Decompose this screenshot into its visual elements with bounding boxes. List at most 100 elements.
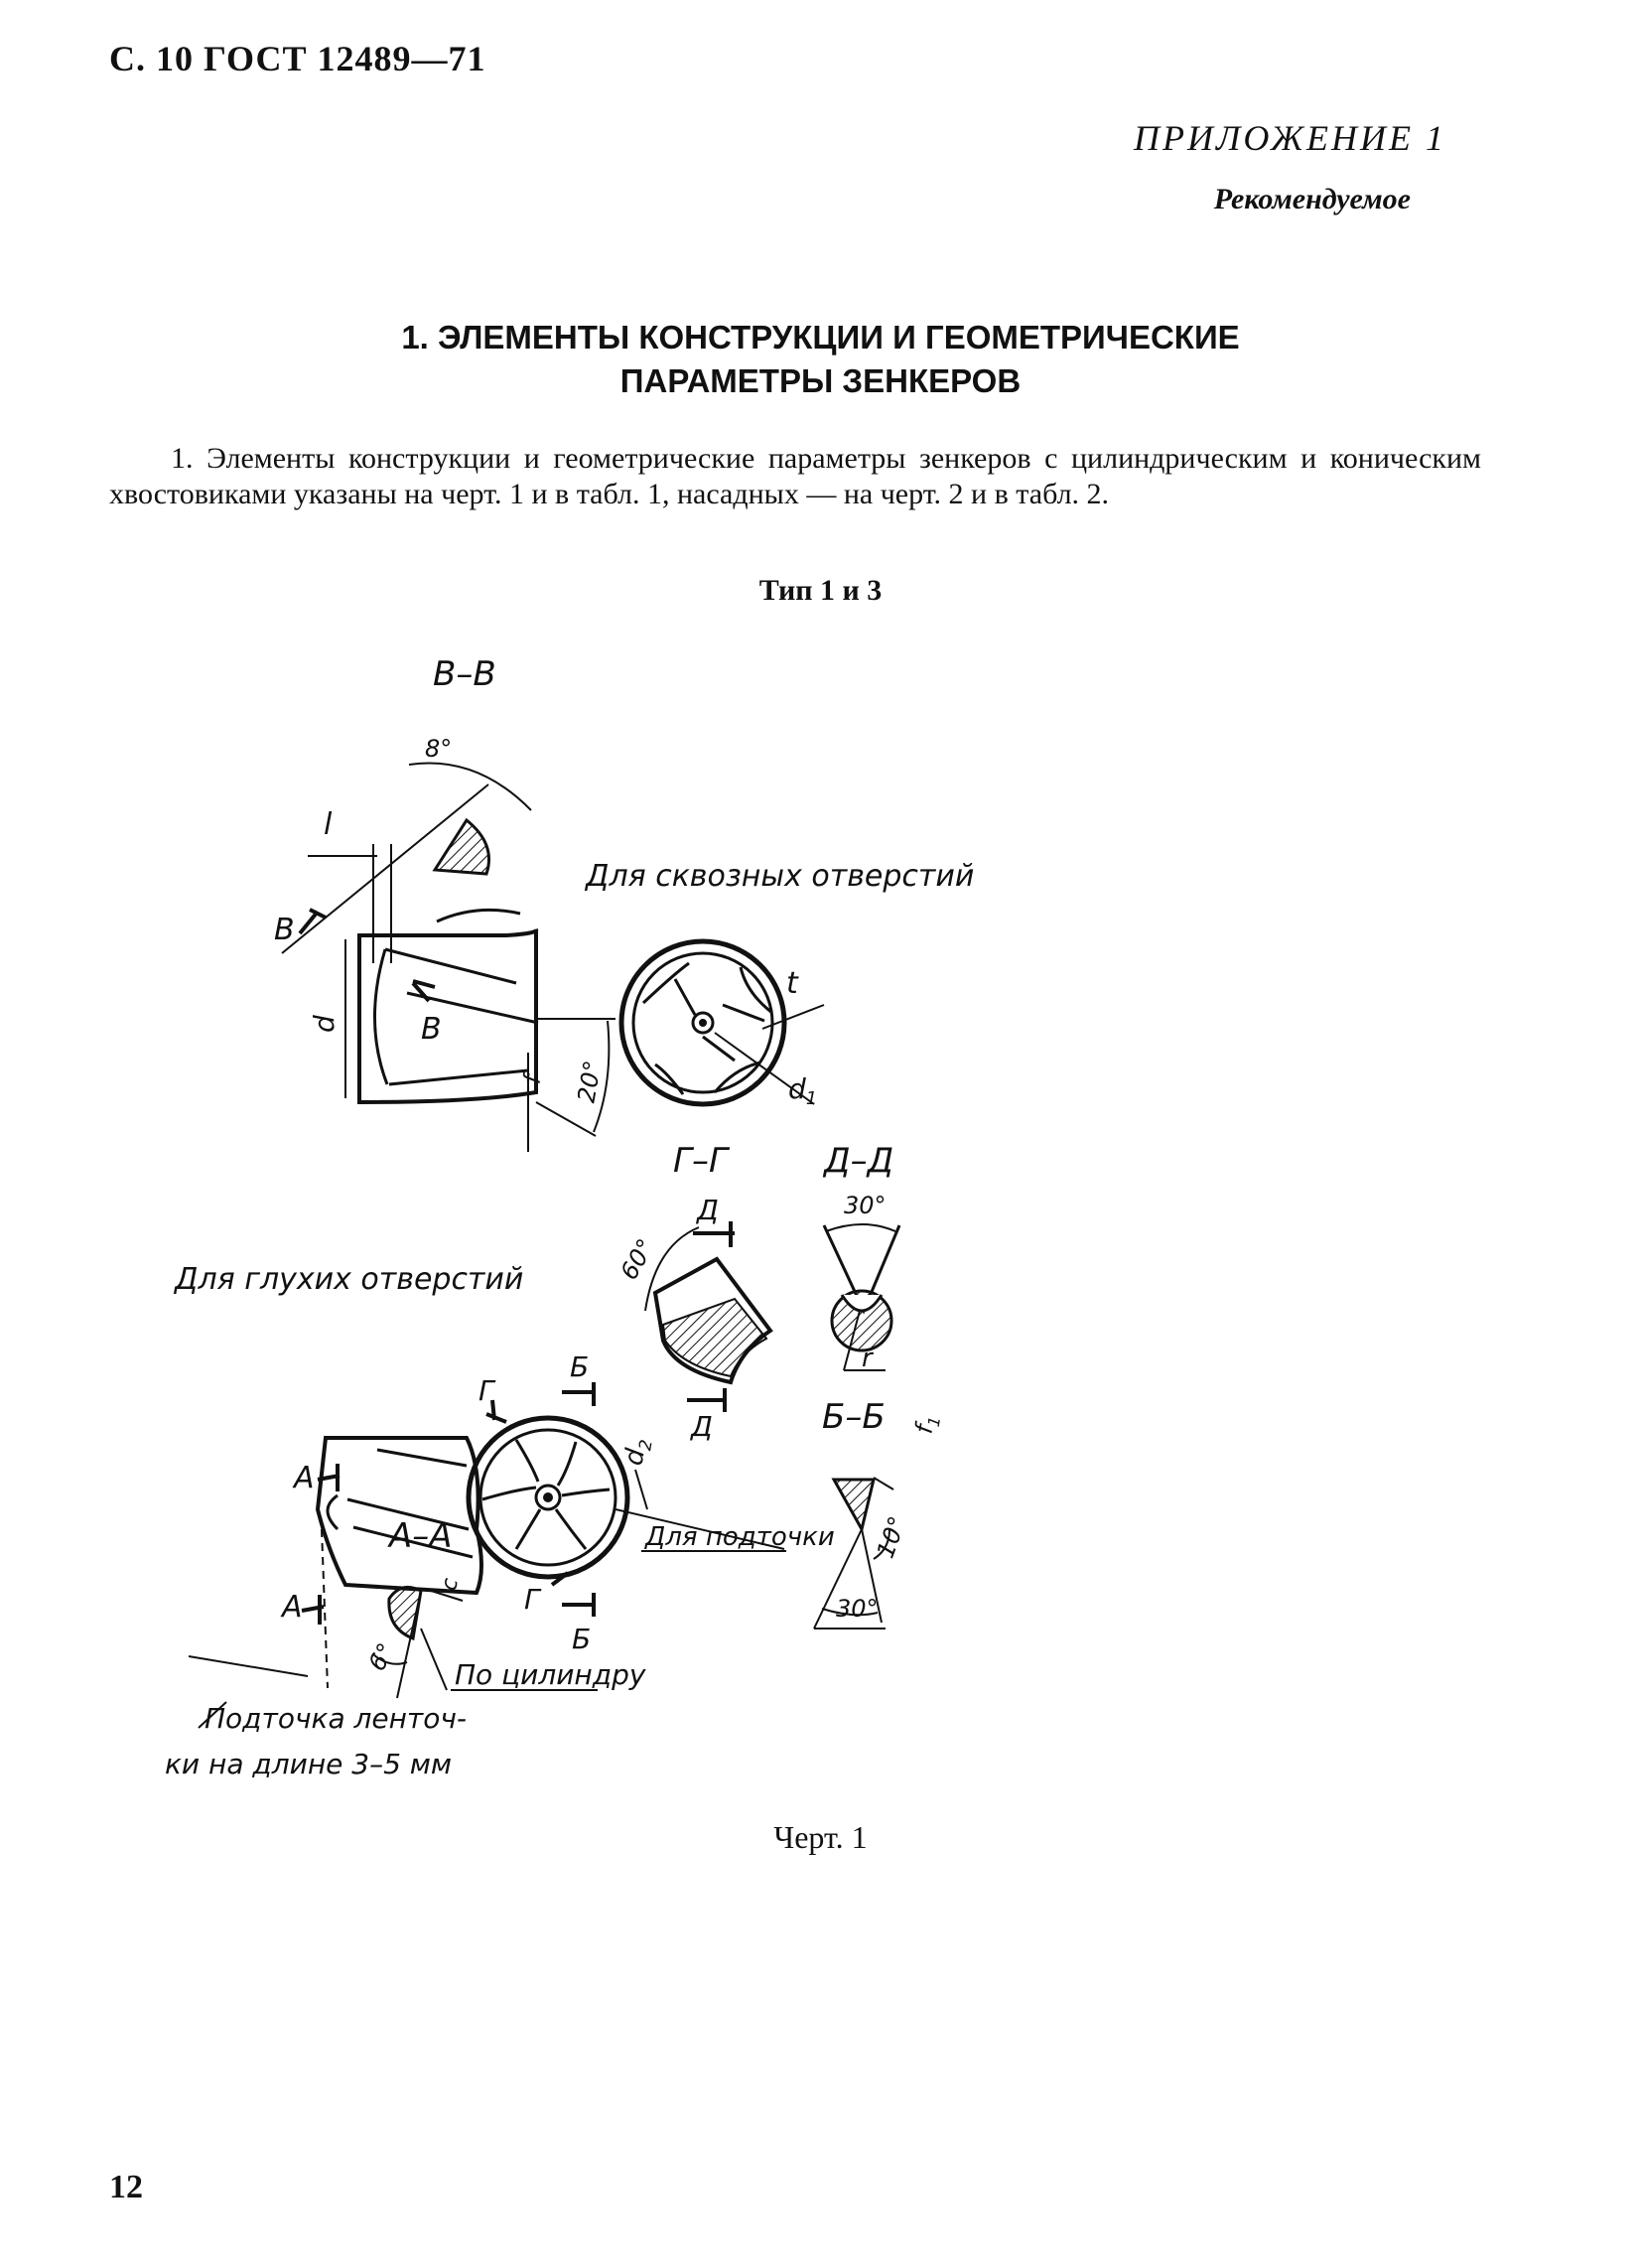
front-view-through-center-dot bbox=[699, 1019, 707, 1027]
angle-30-top-arc bbox=[825, 1223, 896, 1232]
label-blind-holes: Для глухих отверстий bbox=[173, 1262, 523, 1297]
type-heading: Тип 1 и 3 bbox=[758, 574, 883, 607]
body-paragraph-text: 1. Элементы конструкции и геометрические… bbox=[109, 442, 1481, 510]
dim-20-arc bbox=[593, 1020, 611, 1133]
section-dd-circle bbox=[830, 1289, 893, 1352]
label-t: t bbox=[786, 966, 799, 1001]
label-angle-30-top: 30° bbox=[844, 1192, 887, 1219]
label-angle-6: 6° bbox=[362, 1638, 400, 1676]
label-d1-sub: 1 bbox=[806, 1088, 817, 1109]
label-note-line1: Подточка ленточ- bbox=[205, 1702, 467, 1735]
section-dd-notch bbox=[840, 1294, 884, 1313]
label-d2-sub: 2 bbox=[635, 1438, 657, 1452]
front-view-through-flutes bbox=[641, 961, 773, 1095]
label-d-upper: Д bbox=[695, 1194, 719, 1226]
label-angle-8: 8° bbox=[425, 735, 452, 763]
section-title-line2: ПАРАМЕТРЫ ЗЕНКЕРОВ bbox=[619, 362, 1022, 399]
section-mark-b2 bbox=[562, 1593, 596, 1617]
leader-d2 bbox=[634, 1469, 648, 1510]
label-section-bb: Б–Б bbox=[822, 1397, 886, 1437]
bb-line-30 bbox=[813, 1528, 863, 1630]
angle-6-arc bbox=[372, 1653, 408, 1665]
page-number: 12 bbox=[109, 2169, 143, 2205]
dim-c-line bbox=[424, 1588, 464, 1602]
label-section-mark-v2: В bbox=[421, 1012, 442, 1047]
leader-note-2 bbox=[321, 1528, 329, 1689]
label-section-mark-v1: В bbox=[274, 913, 295, 947]
section-bb-tooth bbox=[831, 1478, 876, 1534]
label-section-dd: Д–Д bbox=[822, 1141, 893, 1181]
front-view-blind-outer bbox=[466, 1415, 630, 1580]
label-section-vv: В–В bbox=[433, 654, 496, 694]
section-mark-d-upper bbox=[693, 1221, 735, 1247]
label-c: c bbox=[437, 1576, 464, 1592]
label-section-mark-g2: Г bbox=[524, 1583, 542, 1616]
label-section-aa: А–А bbox=[387, 1516, 453, 1556]
label-angle-20: 20° bbox=[572, 1059, 607, 1105]
label-note-line2: ки на длине 3–5 мм bbox=[165, 1748, 452, 1780]
label-section-mark-g1: Г bbox=[479, 1374, 496, 1407]
label-d2-main: d bbox=[619, 1446, 651, 1468]
aa-line bbox=[396, 1590, 422, 1699]
section-arrow-g2 bbox=[550, 1571, 570, 1587]
label-f1-sub: 1 bbox=[924, 1415, 944, 1428]
label-through-holes: Для сквозных отверстий bbox=[584, 859, 974, 894]
leader-d1 bbox=[714, 1032, 815, 1105]
bb-edge-line bbox=[873, 1477, 894, 1490]
front-view-through-inner bbox=[631, 951, 774, 1094]
angle-30-bottom-arc bbox=[821, 1608, 879, 1617]
section-title-line1: 1. ЭЛЕМЕНТЫ КОНСТРУКЦИИ И ГЕОМЕТРИЧЕСКИЕ bbox=[401, 319, 1240, 355]
label-section-mark-a2: А bbox=[280, 1590, 303, 1625]
label-d1: d1 bbox=[788, 1072, 817, 1109]
front-view-through-outer bbox=[618, 938, 787, 1107]
label-d-lower: Д bbox=[689, 1410, 713, 1443]
label-r: r bbox=[862, 1344, 875, 1373]
label-f1: f1 bbox=[910, 1413, 945, 1437]
countersink-body-bottom bbox=[315, 1436, 483, 1596]
body-paragraph: 1. Элементы конструкции и геометрические… bbox=[109, 441, 1481, 512]
cutting-edge-bottom bbox=[326, 1448, 474, 1559]
section-arrow-v2 bbox=[411, 979, 436, 1003]
label-d: d bbox=[308, 1015, 341, 1033]
leader-for-finishing bbox=[615, 1508, 785, 1550]
section-mark-d-lower bbox=[687, 1388, 727, 1412]
appendix-subtitle: Рекомендуемое bbox=[1213, 183, 1411, 215]
label-by-cylinder: По цилиндру bbox=[455, 1658, 646, 1691]
angle-10-arc bbox=[873, 1528, 890, 1560]
leader-by-cylinder bbox=[420, 1628, 448, 1691]
flute-top-1 bbox=[384, 947, 539, 1086]
front-view-blind-flutes bbox=[481, 1439, 611, 1550]
dim-t-line bbox=[761, 1004, 825, 1030]
label-section-mark-b1: Б bbox=[570, 1350, 589, 1383]
label-section-mark-b2: Б bbox=[572, 1623, 591, 1655]
label-l: l bbox=[324, 807, 333, 842]
section-mark-b1 bbox=[562, 1382, 596, 1406]
angle-60-arc bbox=[644, 1226, 700, 1312]
section-arrow-g1 bbox=[485, 1399, 507, 1424]
label-d1-main: d bbox=[788, 1072, 806, 1105]
front-view-blind-inner bbox=[479, 1428, 617, 1567]
cutting-edge-top bbox=[373, 948, 389, 1085]
label-section-gg: Г–Г bbox=[673, 1141, 731, 1181]
label-angle-10: 10° bbox=[872, 1512, 912, 1562]
section-gg-hatched bbox=[661, 1297, 768, 1378]
section-mark-a2 bbox=[301, 1595, 325, 1625]
dim-20-line-2 bbox=[535, 1101, 597, 1137]
figure-caption: Черт. 1 bbox=[773, 1819, 868, 1855]
label-for-finishing: Для подточки bbox=[644, 1522, 835, 1552]
countersink-body-top bbox=[357, 927, 539, 1105]
label-angle-30-bottom: 30° bbox=[836, 1595, 879, 1623]
technical-drawing: В–В 8° l В d В 20° f Для сквозных отверс… bbox=[165, 654, 974, 1780]
section-title: 1. ЭЛЕМЕНТЫ КОНСТРУКЦИИ И ГЕОМЕТРИЧЕСКИЕ… bbox=[0, 316, 1641, 403]
leader-note bbox=[188, 1655, 309, 1677]
page-header: С. 10 ГОСТ 12489—71 bbox=[109, 39, 486, 78]
label-section-mark-a1: А bbox=[292, 1461, 315, 1495]
tooth-section-vv bbox=[432, 817, 490, 876]
angle-8-line bbox=[281, 783, 489, 954]
front-view-blind-center bbox=[534, 1484, 562, 1511]
front-view-through-center bbox=[691, 1011, 715, 1035]
leader-r bbox=[843, 1310, 861, 1371]
section-arrow-v1 bbox=[298, 908, 327, 935]
label-d2: d2 bbox=[619, 1436, 657, 1469]
bb-line-10 bbox=[861, 1528, 883, 1624]
